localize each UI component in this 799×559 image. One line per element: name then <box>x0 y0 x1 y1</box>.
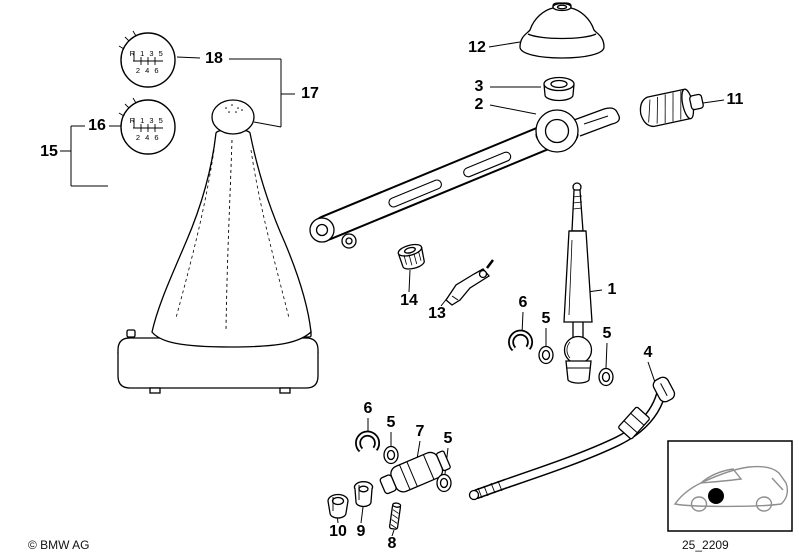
retaining-clip-6b <box>355 430 380 453</box>
washer-5c <box>383 445 399 465</box>
part-callout-7[interactable]: 7 <box>414 423 426 440</box>
part-callout-6a[interactable]: 6 <box>517 294 529 311</box>
part-callout-6b[interactable]: 6 <box>362 400 374 417</box>
part-callout-5c[interactable]: 5 <box>385 414 397 431</box>
part-callout-4[interactable]: 4 <box>642 344 654 361</box>
part-callout-3[interactable]: 3 <box>473 78 485 95</box>
part-callout-13[interactable]: 13 <box>427 305 447 322</box>
car-silhouette <box>673 465 789 512</box>
car-position-inset <box>667 440 793 532</box>
part-callout-9[interactable]: 9 <box>355 523 367 540</box>
bushing-14 <box>397 243 425 270</box>
rubber-dome-boot <box>519 2 605 59</box>
copyright-text: © BMW AG <box>28 538 90 552</box>
shift-pattern-row1-top: R 1 3 5 <box>130 49 165 58</box>
gear-shift-boot <box>151 99 312 348</box>
diagram-code: 25_2209 <box>682 538 729 552</box>
shift-pattern-diagram-top <box>118 30 176 88</box>
retaining-clip-6a <box>508 329 533 352</box>
part-callout-5d[interactable]: 5 <box>442 430 454 447</box>
washer-5b <box>598 367 614 387</box>
shift-pattern-row2-top: 2 4 6 <box>136 66 160 75</box>
bearing-shell <box>543 76 575 102</box>
cap-10 <box>327 493 349 519</box>
gear-shift-lever <box>563 182 593 384</box>
split-sleeve-9 <box>353 481 374 508</box>
shift-pattern-row1-bottom: R 1 3 5 <box>130 116 165 125</box>
position-dot <box>708 488 724 504</box>
joint-coupling <box>379 450 451 495</box>
pin-8 <box>388 502 402 530</box>
part-callout-18[interactable]: 18 <box>204 50 224 67</box>
shift-bracket <box>445 259 494 306</box>
shift-pattern-row2-bottom: 2 4 6 <box>136 133 160 142</box>
selector-arm <box>309 107 620 249</box>
selector-rod <box>468 376 676 501</box>
boot-knob-stipple <box>225 104 243 113</box>
shift-pattern-diagram-bottom <box>118 97 176 155</box>
part-callout-17[interactable]: 17 <box>300 85 320 102</box>
washer-5a <box>538 345 554 365</box>
part-callout-11[interactable]: 11 <box>725 91 745 108</box>
damper-knob <box>639 88 704 128</box>
part-callout-1[interactable]: 1 <box>606 281 618 298</box>
part-callout-5b[interactable]: 5 <box>601 325 613 342</box>
part-callout-14[interactable]: 14 <box>399 292 419 309</box>
part-callout-2[interactable]: 2 <box>473 96 485 113</box>
part-callout-10[interactable]: 10 <box>328 523 348 540</box>
washer-5d <box>436 473 452 493</box>
part-callout-12[interactable]: 12 <box>467 39 487 56</box>
part-callout-8[interactable]: 8 <box>386 535 398 552</box>
part-callout-15[interactable]: 15 <box>39 143 59 160</box>
part-callout-16[interactable]: 16 <box>87 117 107 134</box>
part-callout-5a[interactable]: 5 <box>540 310 552 327</box>
